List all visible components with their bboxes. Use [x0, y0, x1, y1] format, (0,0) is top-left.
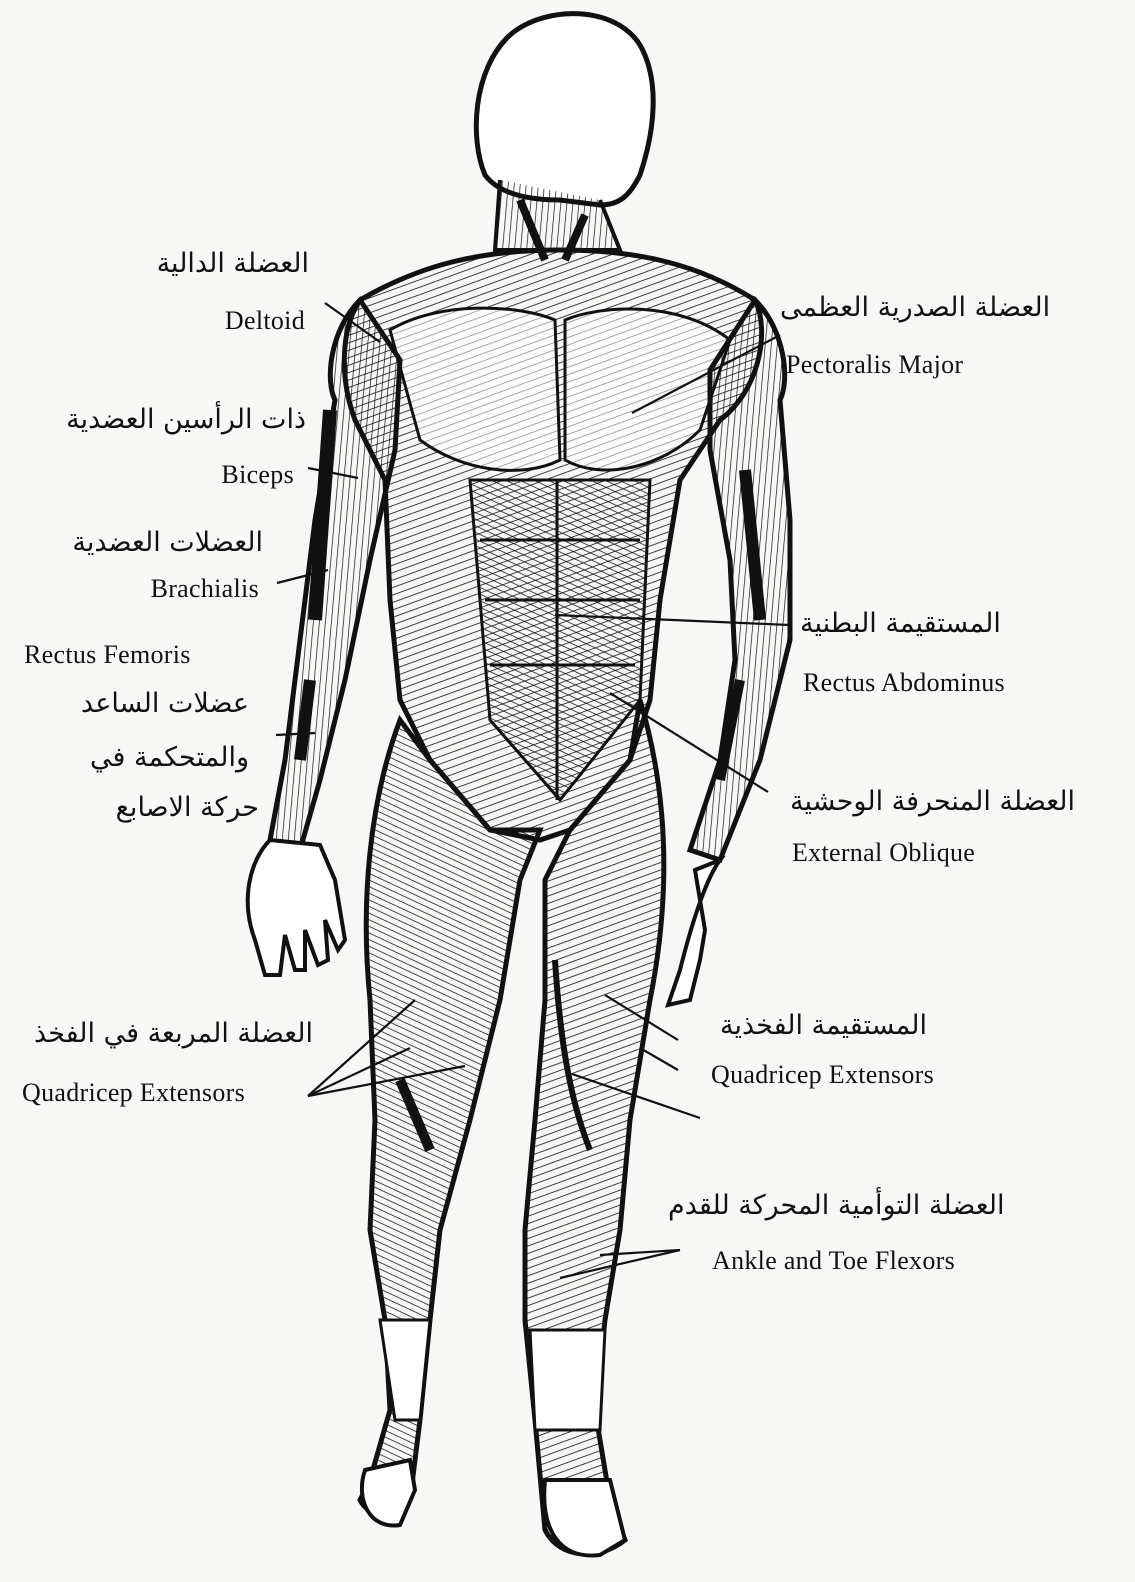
ankle-label-ar: العضلة التوأمية المحركة للقدم	[668, 1190, 1004, 1221]
biceps-label-ar: ذات الرأسين العضدية	[66, 404, 306, 435]
rectus-abdominus-label-en: Rectus Abdominus	[803, 668, 1005, 698]
forearm-label-ar-2: والمتحكمة في	[90, 742, 249, 773]
quad-left-label-en: Quadricep Extensors	[22, 1078, 245, 1108]
pectoralis-label-ar: العضلة الصدرية العظمى	[780, 292, 1050, 323]
forearm-label-ar-3: حركة الاصابع	[116, 792, 259, 823]
quad-left-label-ar: العضلة المربعة في الفخذ	[34, 1018, 313, 1049]
forearm-label-en: Rectus Femoris	[24, 640, 191, 670]
brachialis-label-en: Brachialis	[151, 574, 259, 604]
ankle-label-en: Ankle and Toe Flexors	[712, 1246, 955, 1276]
forearm-label-ar-1: عضلات الساعد	[81, 688, 249, 719]
deltoid-label-ar: العضلة الدالية	[157, 248, 309, 279]
quad-right-label-en: Quadricep Extensors	[711, 1060, 934, 1090]
brachialis-label-ar: العضلات العضدية	[72, 527, 263, 558]
head	[476, 14, 653, 205]
quad-right-label-ar: المستقيمة الفخذية	[720, 1010, 927, 1041]
pectoralis-label-en: Pectoralis Major	[786, 350, 963, 380]
left-arm	[270, 300, 400, 850]
quad-right-leader-2	[640, 1048, 678, 1070]
right-hand	[668, 860, 720, 1005]
external-oblique-label-en: External Oblique	[792, 838, 975, 868]
deltoid-label-en: Deltoid	[225, 306, 305, 336]
biceps-label-en: Biceps	[221, 460, 294, 490]
rectus-abdominus-label-ar: المستقيمة البطنية	[800, 608, 1001, 639]
left-hand	[248, 840, 345, 975]
external-oblique-label-ar: العضلة المنحرفة الوحشية	[790, 786, 1075, 817]
left-leg	[360, 720, 540, 1526]
